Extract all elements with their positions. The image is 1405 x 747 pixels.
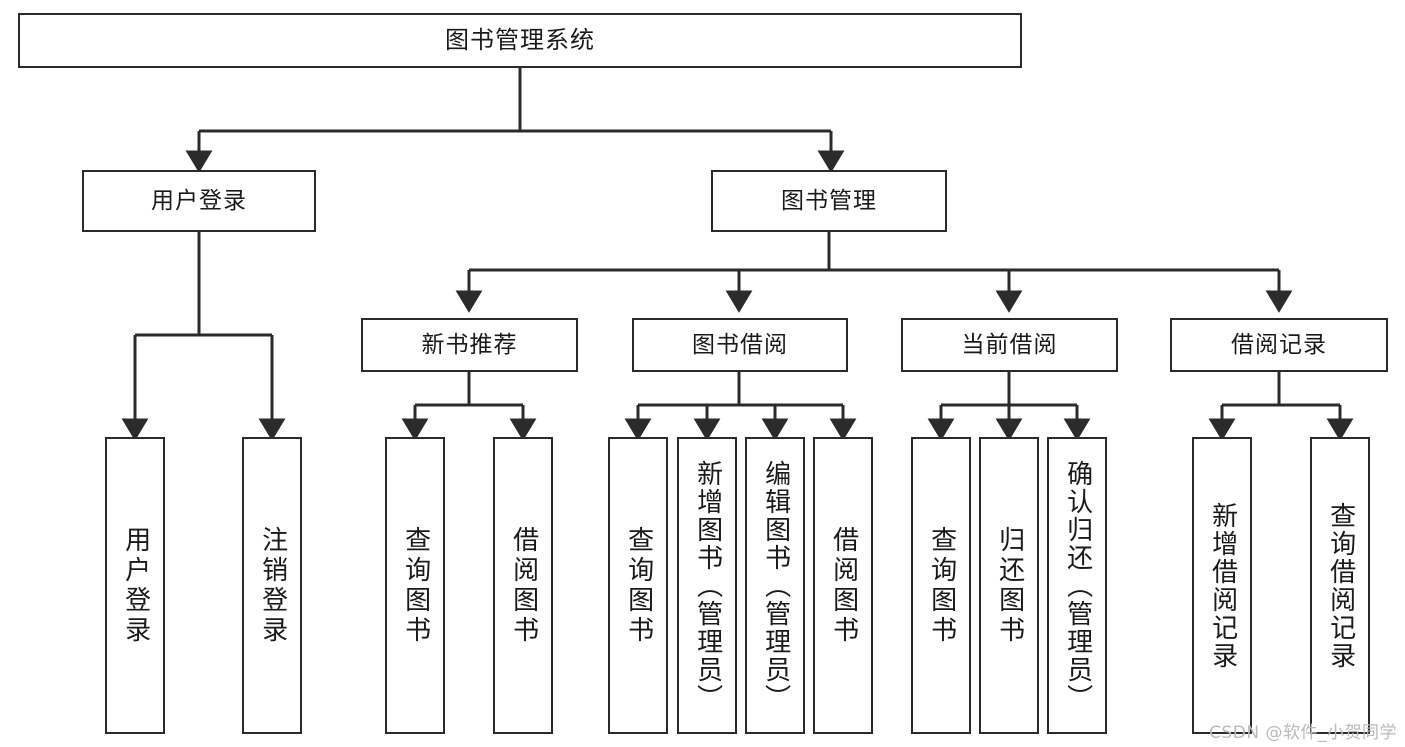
node-label: 新书推荐 <box>421 331 518 358</box>
node-label: 新增借阅记录 <box>1207 501 1238 670</box>
leaf-add-book-admin[interactable]: 新增图书（管理员） <box>677 437 737 734</box>
node-label: 新增图书（管理员） <box>692 459 723 712</box>
node-root-system[interactable]: 图书管理系统 <box>18 13 1022 68</box>
node-label: 注销登录 <box>257 525 288 646</box>
leaf-logout-login[interactable]: 注销登录 <box>242 437 302 734</box>
leaf-return-book[interactable]: 归还图书 <box>979 437 1039 734</box>
node-label: 查询图书 <box>623 525 654 646</box>
node-book-manage[interactable]: 图书管理 <box>711 170 947 232</box>
node-label: 查询图书 <box>400 525 431 646</box>
node-label: 归还图书 <box>994 525 1025 646</box>
leaf-confirm-return-admin[interactable]: 确认归还（管理员） <box>1047 437 1107 734</box>
node-user-login[interactable]: 用户登录 <box>82 170 316 232</box>
node-label: 编辑图书（管理员） <box>760 459 791 712</box>
leaf-query-borrow-record[interactable]: 查询借阅记录 <box>1310 437 1370 734</box>
leaf-borrow-book[interactable]: 借阅图书 <box>813 437 873 734</box>
leaf-query-book-borrow[interactable]: 查询图书 <box>608 437 668 734</box>
leaf-query-book-current[interactable]: 查询图书 <box>911 437 971 734</box>
node-current-borrow[interactable]: 当前借阅 <box>901 318 1118 372</box>
csdn-watermark: CSDN @软件_小贺同学 <box>1209 723 1397 743</box>
node-label: 图书管理系统 <box>445 25 595 54</box>
node-label: 用户登录 <box>151 187 247 214</box>
node-label: 图书借阅 <box>692 331 788 358</box>
node-label: 查询借阅记录 <box>1325 501 1356 670</box>
leaf-add-borrow-record[interactable]: 新增借阅记录 <box>1192 437 1252 734</box>
node-label: 借阅记录 <box>1231 331 1327 358</box>
node-label: 借阅图书 <box>828 525 859 646</box>
node-label: 用户登录 <box>120 525 151 646</box>
node-label: 确认归还（管理员） <box>1062 459 1093 712</box>
leaf-edit-book-admin[interactable]: 编辑图书（管理员） <box>745 437 805 734</box>
node-label: 当前借阅 <box>961 331 1058 358</box>
node-borrow-record[interactable]: 借阅记录 <box>1170 318 1388 372</box>
leaf-user-login[interactable]: 用户登录 <box>105 437 165 734</box>
node-label: 借阅图书 <box>508 525 539 646</box>
leaf-borrow-book-recommendation[interactable]: 借阅图书 <box>493 437 553 734</box>
node-book-borrow[interactable]: 图书借阅 <box>632 318 848 372</box>
leaf-query-book-recommendation[interactable]: 查询图书 <box>385 437 445 734</box>
node-label: 图书管理 <box>781 187 877 214</box>
node-new-book-recommendation[interactable]: 新书推荐 <box>361 318 578 372</box>
node-label: 查询图书 <box>926 525 957 646</box>
